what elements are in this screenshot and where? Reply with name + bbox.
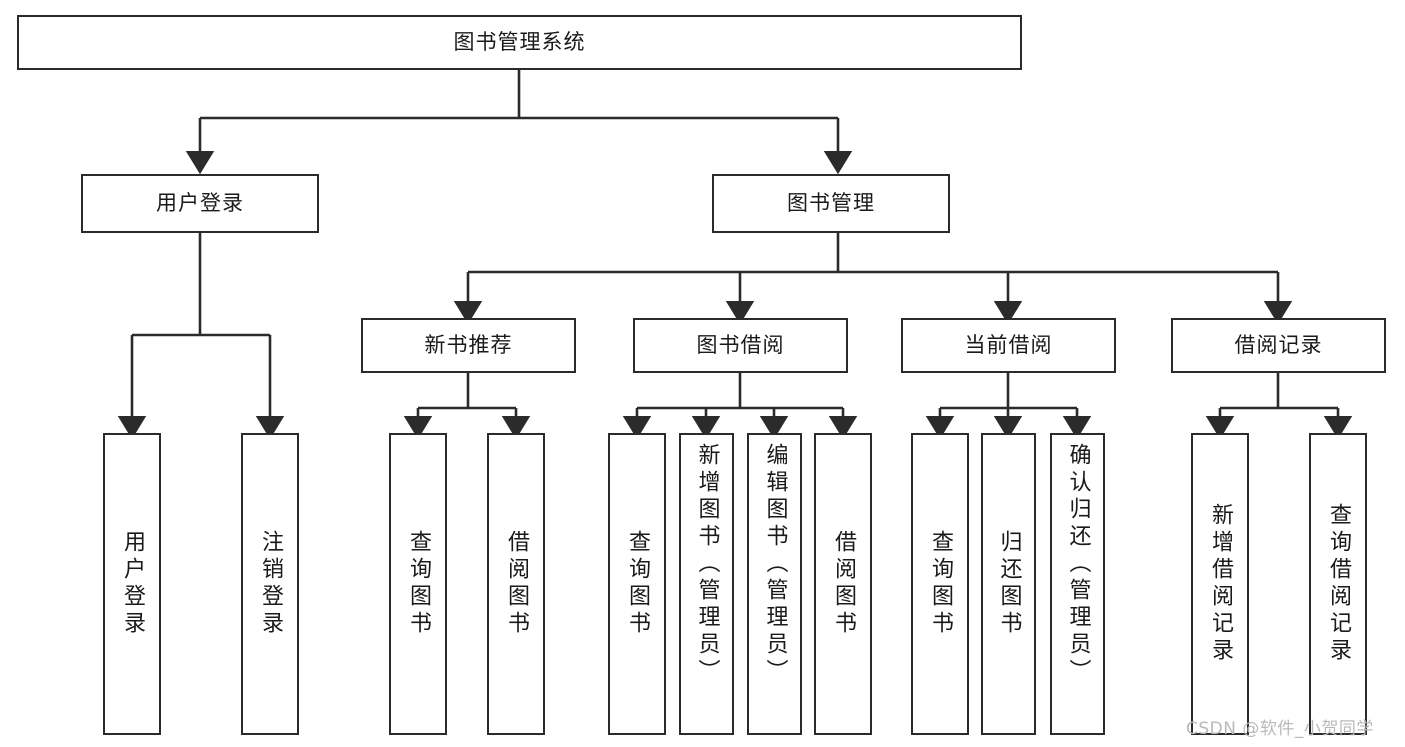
- node-current-borrow-label: 当前借阅: [964, 333, 1053, 358]
- node-leaf-return-book-label: 归还图书: [996, 530, 1022, 638]
- node-leaf-user-login[interactable]: 用户登录: [103, 433, 161, 735]
- node-leaf-query-book-borrow-label: 查询图书: [625, 530, 650, 638]
- node-leaf-borrow-book-recommend[interactable]: 借阅图书: [487, 433, 545, 735]
- node-leaf-borrow-book-recommend-label: 借阅图书: [504, 530, 529, 638]
- node-book-manage-label: 图书管理: [787, 191, 875, 216]
- node-leaf-user-login-label: 用户登录: [120, 530, 145, 638]
- node-root-system-label: 图书管理系统: [453, 30, 586, 55]
- node-book-borrow-label: 图书借阅: [696, 333, 785, 358]
- node-leaf-logout-label: 注销登录: [258, 530, 283, 638]
- node-leaf-confirm-return-label: 确认归还（管理员）: [1065, 443, 1091, 686]
- node-leaf-query-book-borrow[interactable]: 查询图书: [608, 433, 666, 735]
- node-new-book-recommend-label: 新书推荐: [424, 333, 513, 358]
- node-leaf-add-borrow-record-label: 新增借阅记录: [1208, 503, 1233, 665]
- node-leaf-query-book-current[interactable]: 查询图书: [911, 433, 969, 735]
- node-user-login-label: 用户登录: [156, 191, 244, 216]
- node-leaf-add-book-label: 新增图书（管理员）: [694, 443, 720, 686]
- node-leaf-logout[interactable]: 注销登录: [241, 433, 299, 735]
- node-user-login[interactable]: 用户登录: [81, 174, 319, 233]
- node-leaf-borrow-book-label: 借阅图书: [831, 530, 856, 638]
- node-leaf-query-borrow-record[interactable]: 查询借阅记录: [1309, 433, 1367, 735]
- node-leaf-add-book[interactable]: 新增图书（管理员）: [679, 433, 734, 735]
- node-leaf-borrow-book[interactable]: 借阅图书: [814, 433, 872, 735]
- csdn-watermark: CSDN @软件_小贺同学: [1186, 719, 1374, 739]
- node-new-book-recommend[interactable]: 新书推荐: [361, 318, 576, 373]
- node-leaf-edit-book[interactable]: 编辑图书（管理员）: [747, 433, 802, 735]
- node-leaf-confirm-return[interactable]: 确认归还（管理员）: [1050, 433, 1105, 735]
- node-leaf-query-book-current-label: 查询图书: [928, 530, 953, 638]
- node-leaf-query-borrow-record-label: 查询借阅记录: [1326, 503, 1351, 665]
- node-leaf-query-book-recommend-label: 查询图书: [406, 530, 431, 638]
- node-leaf-edit-book-label: 编辑图书（管理员）: [762, 443, 788, 686]
- node-leaf-add-borrow-record[interactable]: 新增借阅记录: [1191, 433, 1249, 735]
- node-root-system[interactable]: 图书管理系统: [17, 15, 1022, 70]
- node-leaf-return-book[interactable]: 归还图书: [981, 433, 1036, 735]
- node-leaf-query-book-recommend[interactable]: 查询图书: [389, 433, 447, 735]
- node-borrow-record[interactable]: 借阅记录: [1171, 318, 1386, 373]
- node-current-borrow[interactable]: 当前借阅: [901, 318, 1116, 373]
- node-book-borrow[interactable]: 图书借阅: [633, 318, 848, 373]
- node-borrow-record-label: 借阅记录: [1234, 333, 1323, 358]
- node-book-manage[interactable]: 图书管理: [712, 174, 950, 233]
